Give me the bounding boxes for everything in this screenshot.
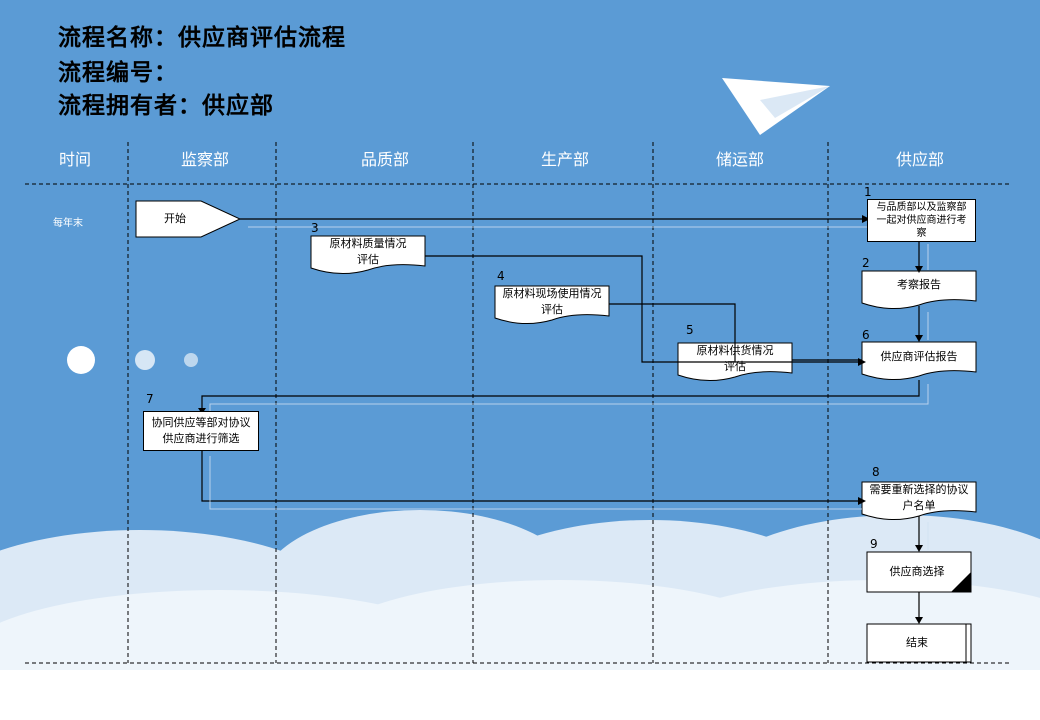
doc-shape-2 bbox=[861, 270, 977, 309]
step-number-6: 6 bbox=[862, 328, 870, 342]
time-label: 每年末 bbox=[53, 218, 83, 229]
lane-supply: 供应部 bbox=[895, 150, 944, 169]
step-9-label: 供应商选择 bbox=[889, 565, 945, 578]
start-label: 开始 bbox=[164, 212, 186, 225]
bubble-decoration bbox=[67, 346, 198, 374]
step-4-label: 原材料现场使用情况评估 bbox=[502, 287, 602, 316]
step-7-box: 协同供应等部对协议供应商进行筛选 bbox=[143, 411, 259, 451]
start-shape bbox=[135, 200, 242, 238]
lane-supervision: 监察部 bbox=[180, 150, 229, 169]
doc-shape-4 bbox=[494, 285, 610, 324]
lane-time: 时间 bbox=[58, 150, 91, 169]
process-number-title: 流程编号： bbox=[58, 60, 178, 86]
step-number-7: 7 bbox=[146, 392, 154, 406]
end-label: 结束 bbox=[906, 636, 928, 649]
step-3-label: 原材料质量情况评估 bbox=[329, 237, 407, 266]
lane-quality: 品质部 bbox=[360, 150, 409, 169]
lane-logistics: 储运部 bbox=[715, 150, 764, 169]
lane-production: 生产部 bbox=[540, 150, 589, 169]
step-number-4: 4 bbox=[497, 269, 505, 283]
step-number-3: 3 bbox=[311, 221, 319, 235]
doc-shape-3 bbox=[310, 235, 426, 274]
step-5-label: 原材料供货情况评估 bbox=[696, 344, 774, 373]
step-number-8: 8 bbox=[872, 465, 880, 479]
doc-shape-6 bbox=[861, 341, 977, 380]
step-number-1: 1 bbox=[864, 185, 872, 199]
process-shape-9 bbox=[866, 551, 972, 593]
step-2-label: 考察报告 bbox=[897, 278, 941, 291]
doc-shape-8 bbox=[861, 481, 977, 520]
step-6-label: 供应商评估报告 bbox=[880, 350, 958, 363]
step-1-box: 与品质部以及监察部一起对供应商进行考察 bbox=[867, 199, 976, 242]
lane-dividers bbox=[127, 142, 829, 663]
paper-plane-icon bbox=[722, 78, 830, 135]
process-owner-title: 流程拥有者：供应部 bbox=[58, 93, 274, 119]
process-name-title: 流程名称：供应商评估流程 bbox=[58, 25, 346, 51]
end-shape bbox=[866, 623, 972, 663]
step-8-label: 需要重新选择的协议户名单 bbox=[869, 483, 969, 512]
connectors bbox=[201, 218, 920, 621]
step-number-9: 9 bbox=[870, 537, 878, 551]
step-number-5: 5 bbox=[686, 323, 694, 337]
step-number-2: 2 bbox=[862, 256, 870, 270]
